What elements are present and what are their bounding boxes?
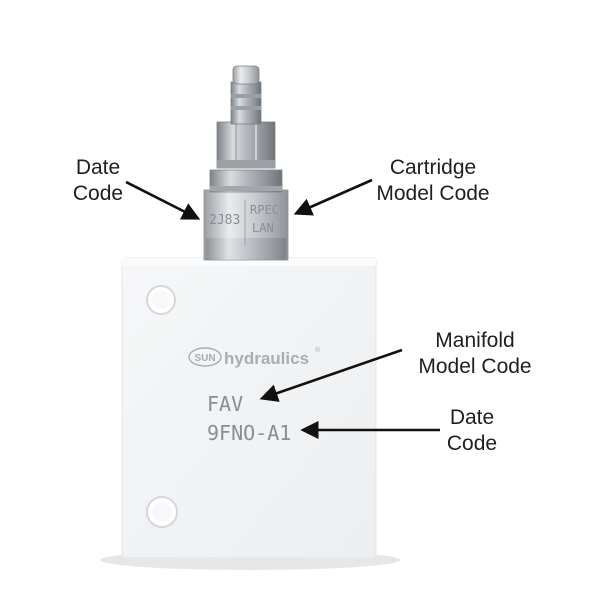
callout-cartridge-date: Date Code: [72, 156, 124, 205]
arrow-manifold-model: [259, 348, 403, 402]
arrow-cartridge-model: [293, 178, 373, 216]
adjustment-stem: [230, 81, 262, 125]
cartridge-date-code: 2J83: [209, 213, 240, 228]
brand-sun: SUN: [194, 353, 215, 364]
cartridge-model-code-line2: LAN: [252, 221, 274, 235]
arrow-cartridge-date: [125, 180, 201, 220]
manifold-date-code: 9FNO-A1: [207, 421, 291, 445]
brand-registered-mark: ®: [315, 346, 321, 354]
cartridge-model-code-line1: RPEC: [250, 203, 279, 217]
callout-cartridge-model: Cartridge Model Code: [376, 156, 490, 205]
manifold-model-code: FAV: [207, 392, 243, 416]
cartridge-valve: 2J83 RPEC LAN: [203, 65, 289, 261]
hex-nut: [216, 121, 276, 169]
callout-manifold-date: Date Code: [446, 406, 498, 455]
brand-hydraulics: hydraulics: [224, 349, 309, 368]
stem-cap: [232, 65, 260, 85]
manifold-block: [121, 257, 377, 559]
sun-hydraulics-logo: SUN hydraulics ®: [188, 346, 321, 368]
callout-manifold-model: Manifold Model Code: [418, 329, 532, 378]
